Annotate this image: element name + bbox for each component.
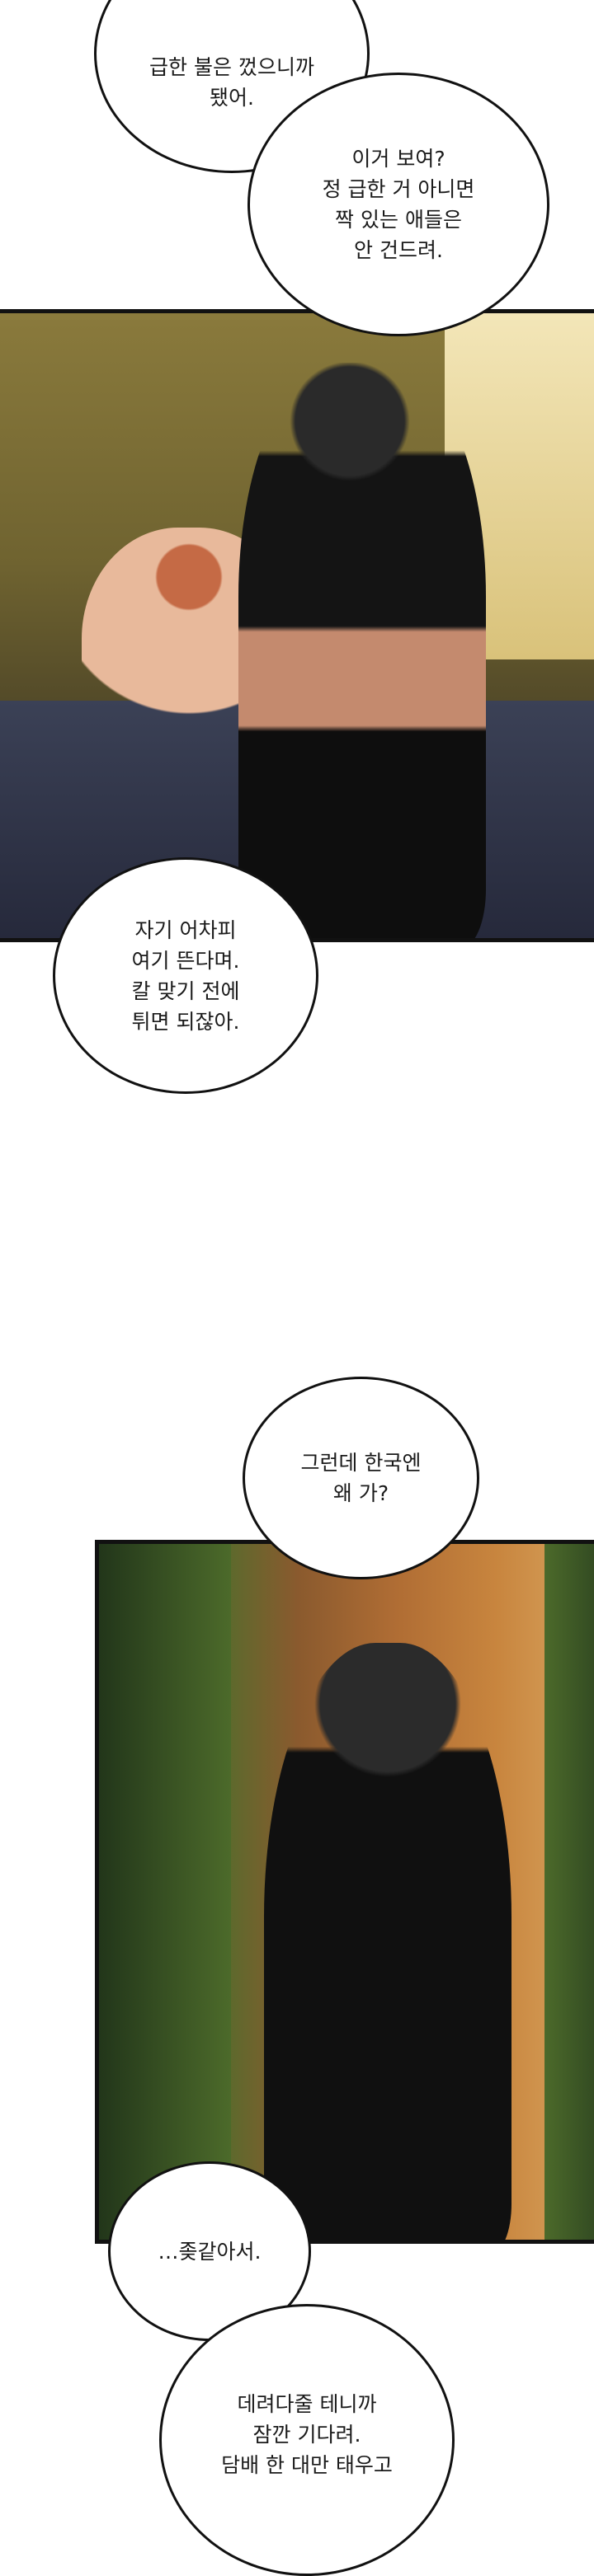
- speech-bubble: 이거 보여? 정 급한 거 아니면 짝 있는 애들은 안 건드려.: [248, 73, 549, 336]
- dialogue-text: 급한 불은 껐으니까 됐어.: [149, 55, 314, 110]
- dialogue-text: …좆같아서.: [158, 2239, 262, 2264]
- dialogue-text: 이거 보여? 정 급한 거 아니면 짝 있는 애들은 안 건드려.: [322, 147, 475, 262]
- curtain-right: [544, 1544, 594, 2240]
- speech-bubble: 데려다줄 테니까 잠깐 기다려. 담배 한 대만 태우고: [159, 2304, 455, 2576]
- dialogue-text: 그런데 한국엔 왜 가?: [300, 1451, 422, 1505]
- comic-panel-bedroom: [0, 309, 594, 942]
- dialogue-text: 자기 어차피 여기 뜬다며. 칼 맞기 전에 튀면 되잖아.: [131, 917, 240, 1034]
- curtain-left: [99, 1544, 231, 2240]
- speech-bubble: 그런데 한국엔 왜 가?: [243, 1377, 479, 1579]
- dark-haired-man: [238, 363, 486, 938]
- speech-bubble: 자기 어차피 여기 뜬다며. 칼 맞기 전에 튀면 되잖아.: [53, 857, 318, 1094]
- dialogue-text: 데려다줄 테니까 잠깐 기다려. 담배 한 대만 태우고: [221, 2392, 393, 2477]
- comic-panel-tent: [95, 1540, 594, 2244]
- man-back-view: [264, 1643, 512, 2240]
